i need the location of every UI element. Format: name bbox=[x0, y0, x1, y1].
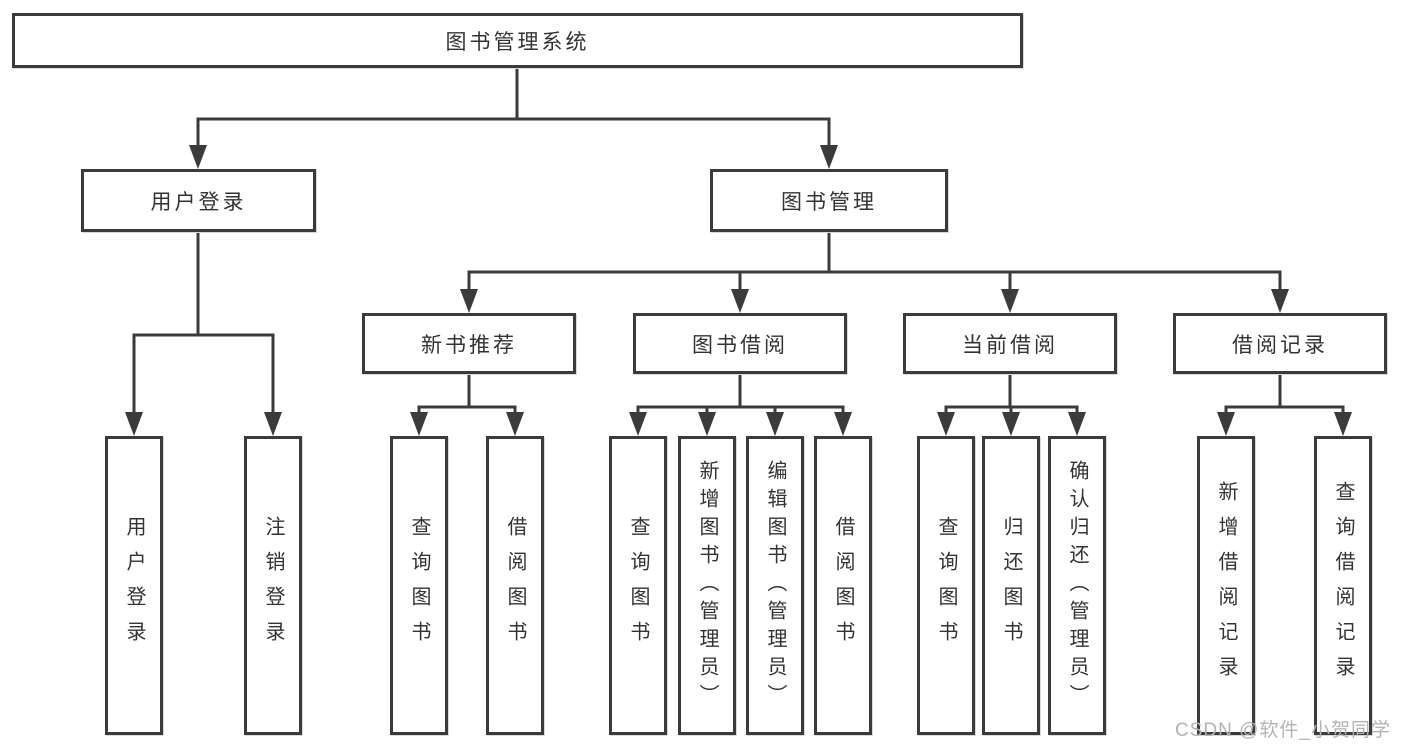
node-book-borrowing: 图书借阅 bbox=[633, 313, 847, 374]
leaf-logout: 注销登录 bbox=[244, 436, 302, 735]
leaf-edit-books-admin: 编辑图书（管理员） bbox=[746, 436, 804, 735]
leaf-query-books-recommend: 查询图书 bbox=[390, 436, 448, 735]
node-current-borrowing: 当前借阅 bbox=[903, 313, 1117, 374]
watermark: CSDN @软件_小贺同学 bbox=[1175, 720, 1391, 741]
leaf-query-borrow-record: 查询借阅记录 bbox=[1314, 436, 1372, 735]
leaf-borrow-books-recommend: 借阅图书 bbox=[486, 436, 544, 735]
leaf-query-books-current: 查询图书 bbox=[917, 436, 975, 735]
node-library-management-system: 图书管理系统 bbox=[12, 13, 1023, 68]
leaf-query-books-borrowing: 查询图书 bbox=[609, 436, 667, 735]
leaf-confirm-return-admin: 确认归还（管理员） bbox=[1048, 436, 1106, 735]
node-user-login: 用户登录 bbox=[81, 169, 316, 232]
node-book-management: 图书管理 bbox=[710, 169, 948, 232]
node-new-book-recommendation: 新书推荐 bbox=[362, 313, 576, 374]
leaf-user-login: 用户登录 bbox=[105, 436, 163, 735]
leaf-borrow-books-borrowing: 借阅图书 bbox=[814, 436, 872, 735]
leaf-return-books: 归还图书 bbox=[982, 436, 1040, 735]
leaf-add-borrow-record: 新增借阅记录 bbox=[1197, 436, 1255, 735]
node-borrowing-records: 借阅记录 bbox=[1173, 313, 1387, 374]
leaf-add-books-admin: 新增图书（管理员） bbox=[678, 436, 736, 735]
